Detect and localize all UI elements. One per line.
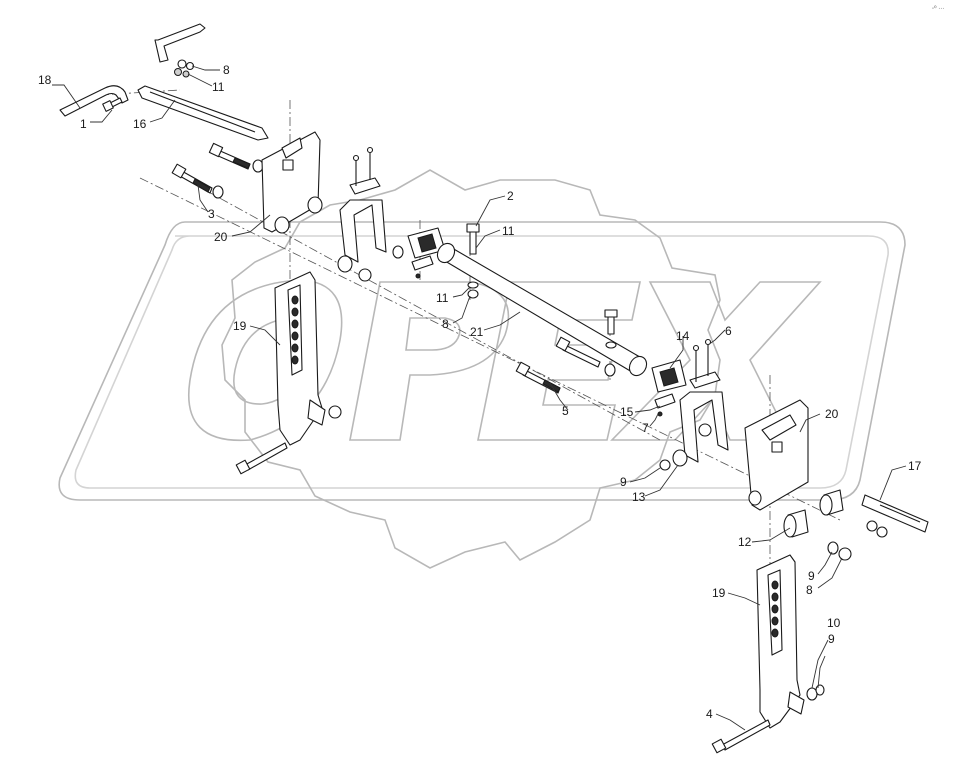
bar-part-16 bbox=[137, 23, 269, 141]
callout-16: 16 bbox=[133, 117, 147, 131]
callout-11-center: 11 bbox=[502, 224, 515, 238]
bolt-part-3 bbox=[171, 163, 224, 199]
clamp-left bbox=[392, 227, 446, 279]
callout-9-center: 9 bbox=[620, 475, 627, 489]
bolt-lower-left bbox=[235, 442, 288, 475]
callout-9-lower: 9 bbox=[828, 632, 835, 646]
corner-note: ◦⁰ ··· bbox=[932, 5, 944, 12]
bolt-upper-left bbox=[208, 142, 264, 173]
callout-4: 4 bbox=[706, 707, 713, 721]
callout-15: 15 bbox=[620, 405, 634, 419]
adjust-holes-left bbox=[291, 295, 299, 365]
callout-labels: 18 1 16 8 11 3 20 2 11 11 8 21 19 14 6 5… bbox=[38, 63, 922, 721]
callout-19-left: 19 bbox=[233, 319, 247, 333]
bolt-part-4 bbox=[711, 719, 771, 754]
mounting-plate-20-left bbox=[261, 131, 323, 234]
gear-watermark-icon bbox=[221, 169, 721, 569]
callout-9-right: 9 bbox=[808, 569, 815, 583]
callout-8-top: 8 bbox=[223, 63, 230, 77]
callout-17: 17 bbox=[908, 459, 922, 473]
callout-21: 21 bbox=[470, 325, 484, 339]
bracket-part-13 bbox=[659, 338, 729, 471]
callout-13: 13 bbox=[632, 490, 646, 504]
leader-lines bbox=[52, 65, 907, 731]
callout-7: 7 bbox=[642, 421, 649, 435]
shaft-part-21 bbox=[436, 242, 648, 377]
callout-14: 14 bbox=[676, 329, 690, 343]
bolt-upper-center bbox=[555, 336, 616, 377]
callout-6: 6 bbox=[725, 324, 732, 338]
mounting-plate-20-right bbox=[744, 399, 809, 511]
callout-11-top: 11 bbox=[212, 80, 225, 94]
callout-3: 3 bbox=[208, 207, 215, 221]
spacer-part-12 bbox=[783, 489, 844, 538]
handle-part-18 bbox=[59, 85, 129, 117]
washers-part-9-8 bbox=[827, 541, 852, 561]
callout-20-right: 20 bbox=[825, 407, 839, 421]
clamp-part-14 bbox=[651, 359, 687, 417]
bracket-left bbox=[337, 146, 387, 282]
callout-1: 1 bbox=[80, 117, 87, 131]
nut-washer-8-11 bbox=[174, 59, 195, 78]
callout-8-right: 8 bbox=[806, 583, 813, 597]
callout-18: 18 bbox=[38, 73, 52, 87]
callout-10: 10 bbox=[827, 616, 841, 630]
callout-11-lower: 11 bbox=[436, 291, 449, 305]
bar-part-17 bbox=[861, 494, 929, 538]
callout-20-left: 20 bbox=[214, 230, 228, 244]
callout-8-center: 8 bbox=[442, 317, 449, 331]
callout-2: 2 bbox=[507, 189, 514, 203]
bolt-vertical-center bbox=[604, 309, 618, 349]
callout-12: 12 bbox=[738, 535, 752, 549]
adjust-holes-right bbox=[771, 580, 779, 638]
assembly-axes bbox=[99, 89, 841, 700]
lever-part-19-right bbox=[756, 554, 825, 729]
bolt-part-2 bbox=[466, 223, 480, 299]
bolt-part-1 bbox=[102, 97, 123, 112]
lever-part-19-left bbox=[274, 271, 342, 446]
callout-19-right: 19 bbox=[712, 586, 726, 600]
callout-5: 5 bbox=[562, 404, 569, 418]
